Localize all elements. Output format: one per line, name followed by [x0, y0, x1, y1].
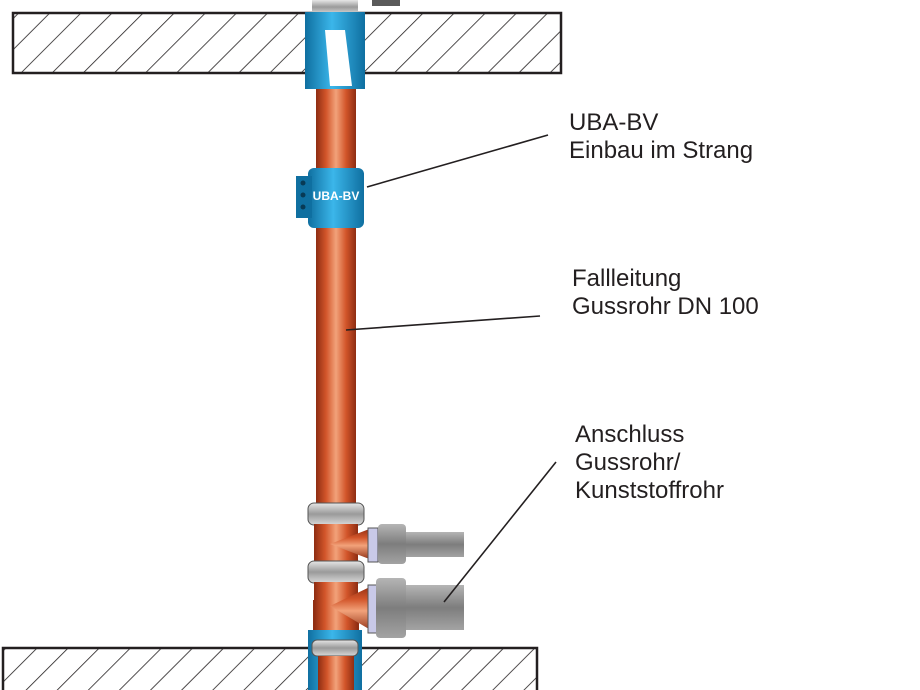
upper-wall-sleeve	[305, 12, 365, 89]
uba-bv-label: UBA-BV Einbau im Strang	[569, 109, 753, 165]
upper-branch-fitting	[307, 502, 464, 564]
uba-bv-valve: UBA-BV	[296, 168, 364, 228]
fallleitung-label-line1: Fallleitung	[572, 265, 682, 292]
valve-body-label: UBA-BV	[313, 189, 360, 203]
anschluss-label-line1: Anschluss	[575, 421, 685, 448]
uba-bv-label-line1: UBA-BV	[569, 109, 659, 136]
ceiling-slab-top	[11, 11, 563, 75]
fallleitung-label-line2: Gussrohr DN 100	[572, 293, 759, 320]
lower-branch-fitting	[307, 560, 464, 638]
floor-slab-bottom	[1, 646, 539, 690]
anschluss-label-line2: Gussrohr/	[575, 449, 681, 476]
uba-bv-label-line2: Einbau im Strang	[569, 137, 754, 164]
upper-pipe-stub	[312, 0, 400, 14]
fallleitung-label: Fallleitung Gussrohr DN 100	[572, 265, 759, 321]
leader-line-anschluss	[443, 461, 557, 603]
anschluss-label: Anschluss Gussrohr/ Kunststoffrohr	[575, 421, 724, 505]
fallleitung-pipe	[313, 89, 359, 640]
anschluss-label-line3: Kunststoffrohr	[575, 477, 724, 504]
leader-line-uba	[366, 134, 549, 188]
leader-line-fallleitung	[345, 315, 541, 331]
lower-wall-sleeve	[308, 630, 362, 690]
